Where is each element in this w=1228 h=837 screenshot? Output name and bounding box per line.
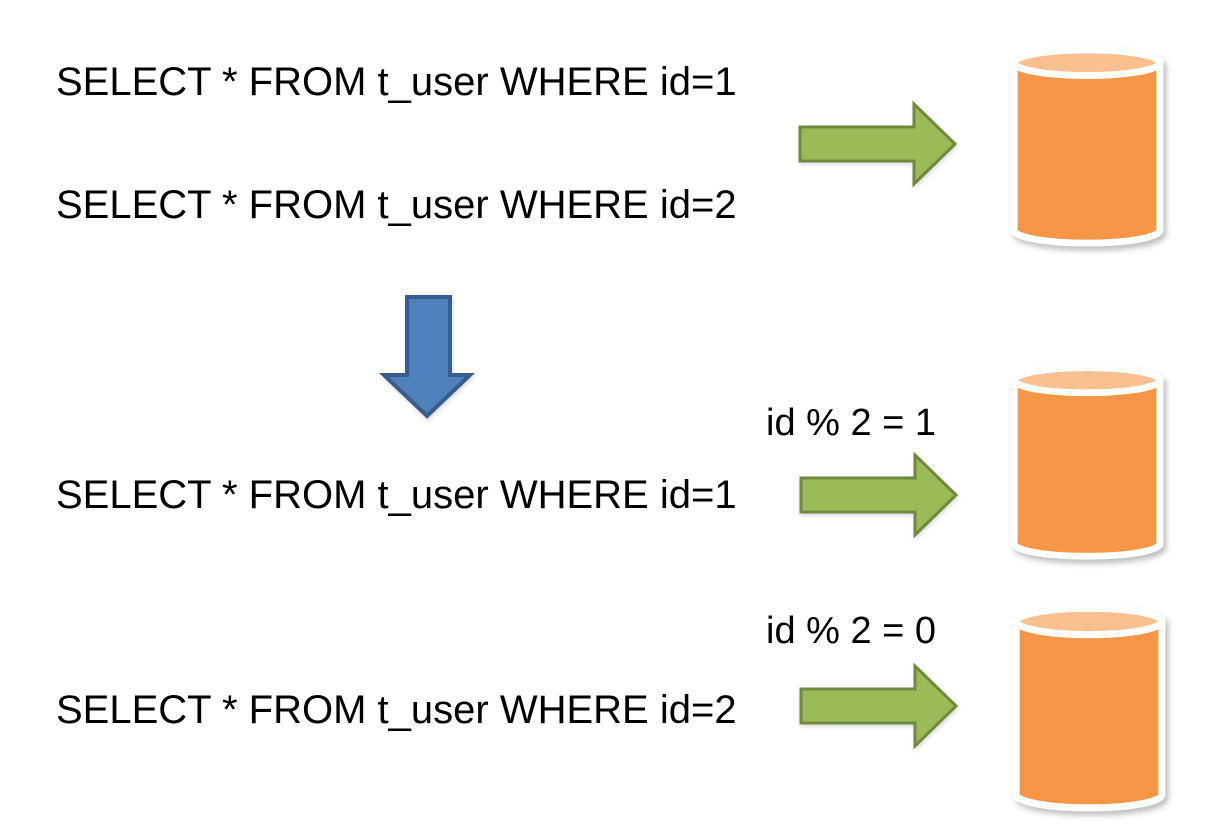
sql-query-after-1: SELECT * FROM t_user WHERE id=1 bbox=[56, 473, 737, 517]
green-right-arrow-shape bbox=[799, 451, 959, 539]
route-condition-label-even: id % 2 = 0 bbox=[766, 610, 937, 652]
sql-query-before-2: SELECT * FROM t_user WHERE id=2 bbox=[56, 183, 737, 227]
database-body bbox=[1010, 59, 1164, 247]
database-top bbox=[1012, 604, 1166, 639]
green-right-arrow-icon bbox=[799, 451, 959, 539]
database-cylinder-icon bbox=[1012, 604, 1166, 812]
green-right-arrow-icon bbox=[798, 100, 958, 188]
green-right-arrow-shape bbox=[798, 100, 958, 188]
blue-down-arrow-shape bbox=[379, 295, 475, 419]
sql-query-before-1: SELECT * FROM t_user WHERE id=1 bbox=[56, 60, 737, 104]
database-cylinder-icon bbox=[1010, 46, 1164, 247]
green-right-arrow-shape bbox=[799, 662, 959, 750]
database-top bbox=[1010, 46, 1164, 79]
database-body bbox=[1010, 376, 1164, 560]
route-condition-label-odd: id % 2 = 1 bbox=[766, 402, 937, 444]
blue-down-arrow-icon bbox=[379, 295, 475, 419]
database-cylinder-icon bbox=[1010, 364, 1164, 560]
database-body bbox=[1012, 617, 1166, 812]
green-right-arrow-icon bbox=[799, 662, 959, 750]
database-top bbox=[1010, 364, 1164, 397]
sql-query-after-2: SELECT * FROM t_user WHERE id=2 bbox=[56, 688, 737, 732]
